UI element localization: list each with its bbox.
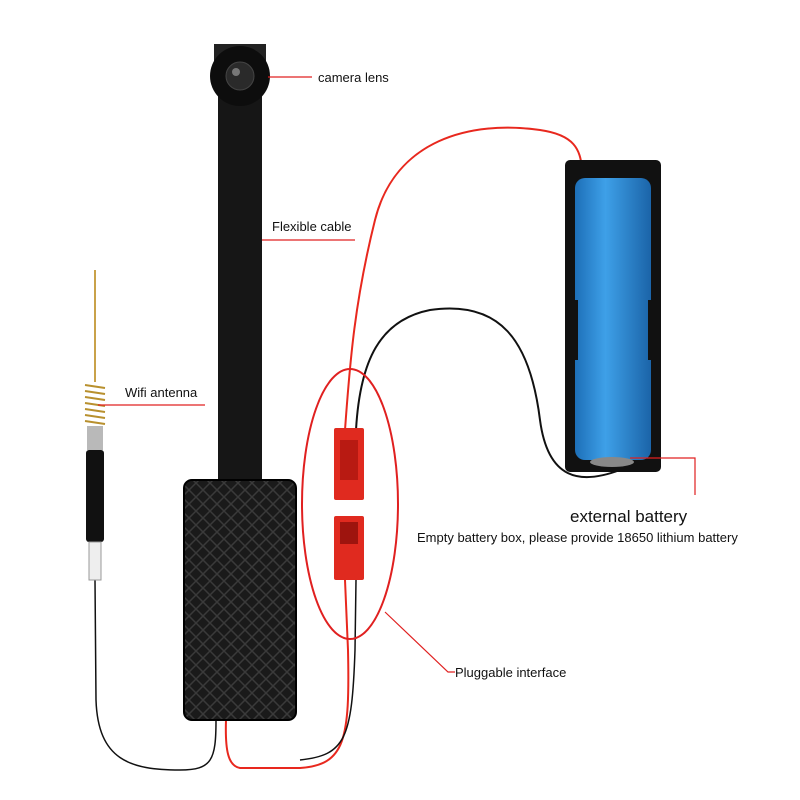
black-wire-battery xyxy=(355,307,621,479)
battery-cell xyxy=(575,178,651,460)
antenna-spring xyxy=(84,384,106,425)
red-wire-device xyxy=(224,579,350,769)
flexible-cable xyxy=(218,70,262,490)
annotation-lines xyxy=(98,76,696,673)
label-external-battery: external battery xyxy=(570,507,688,526)
label-wifi-antenna: Wifi antenna xyxy=(125,385,198,400)
camera-module xyxy=(183,479,297,721)
antenna-tube xyxy=(86,450,104,542)
antenna-wire xyxy=(94,579,217,771)
label-camera-lens: camera lens xyxy=(318,70,389,85)
label-battery-note: Empty battery box, please provide 18650 … xyxy=(417,530,738,545)
interface-highlight xyxy=(301,368,399,640)
label-flexible-cable: Flexible cable xyxy=(272,219,352,234)
red-wire-battery xyxy=(344,126,583,431)
label-pluggable-interface: Pluggable interface xyxy=(455,665,567,680)
black-wire-device xyxy=(299,579,357,761)
